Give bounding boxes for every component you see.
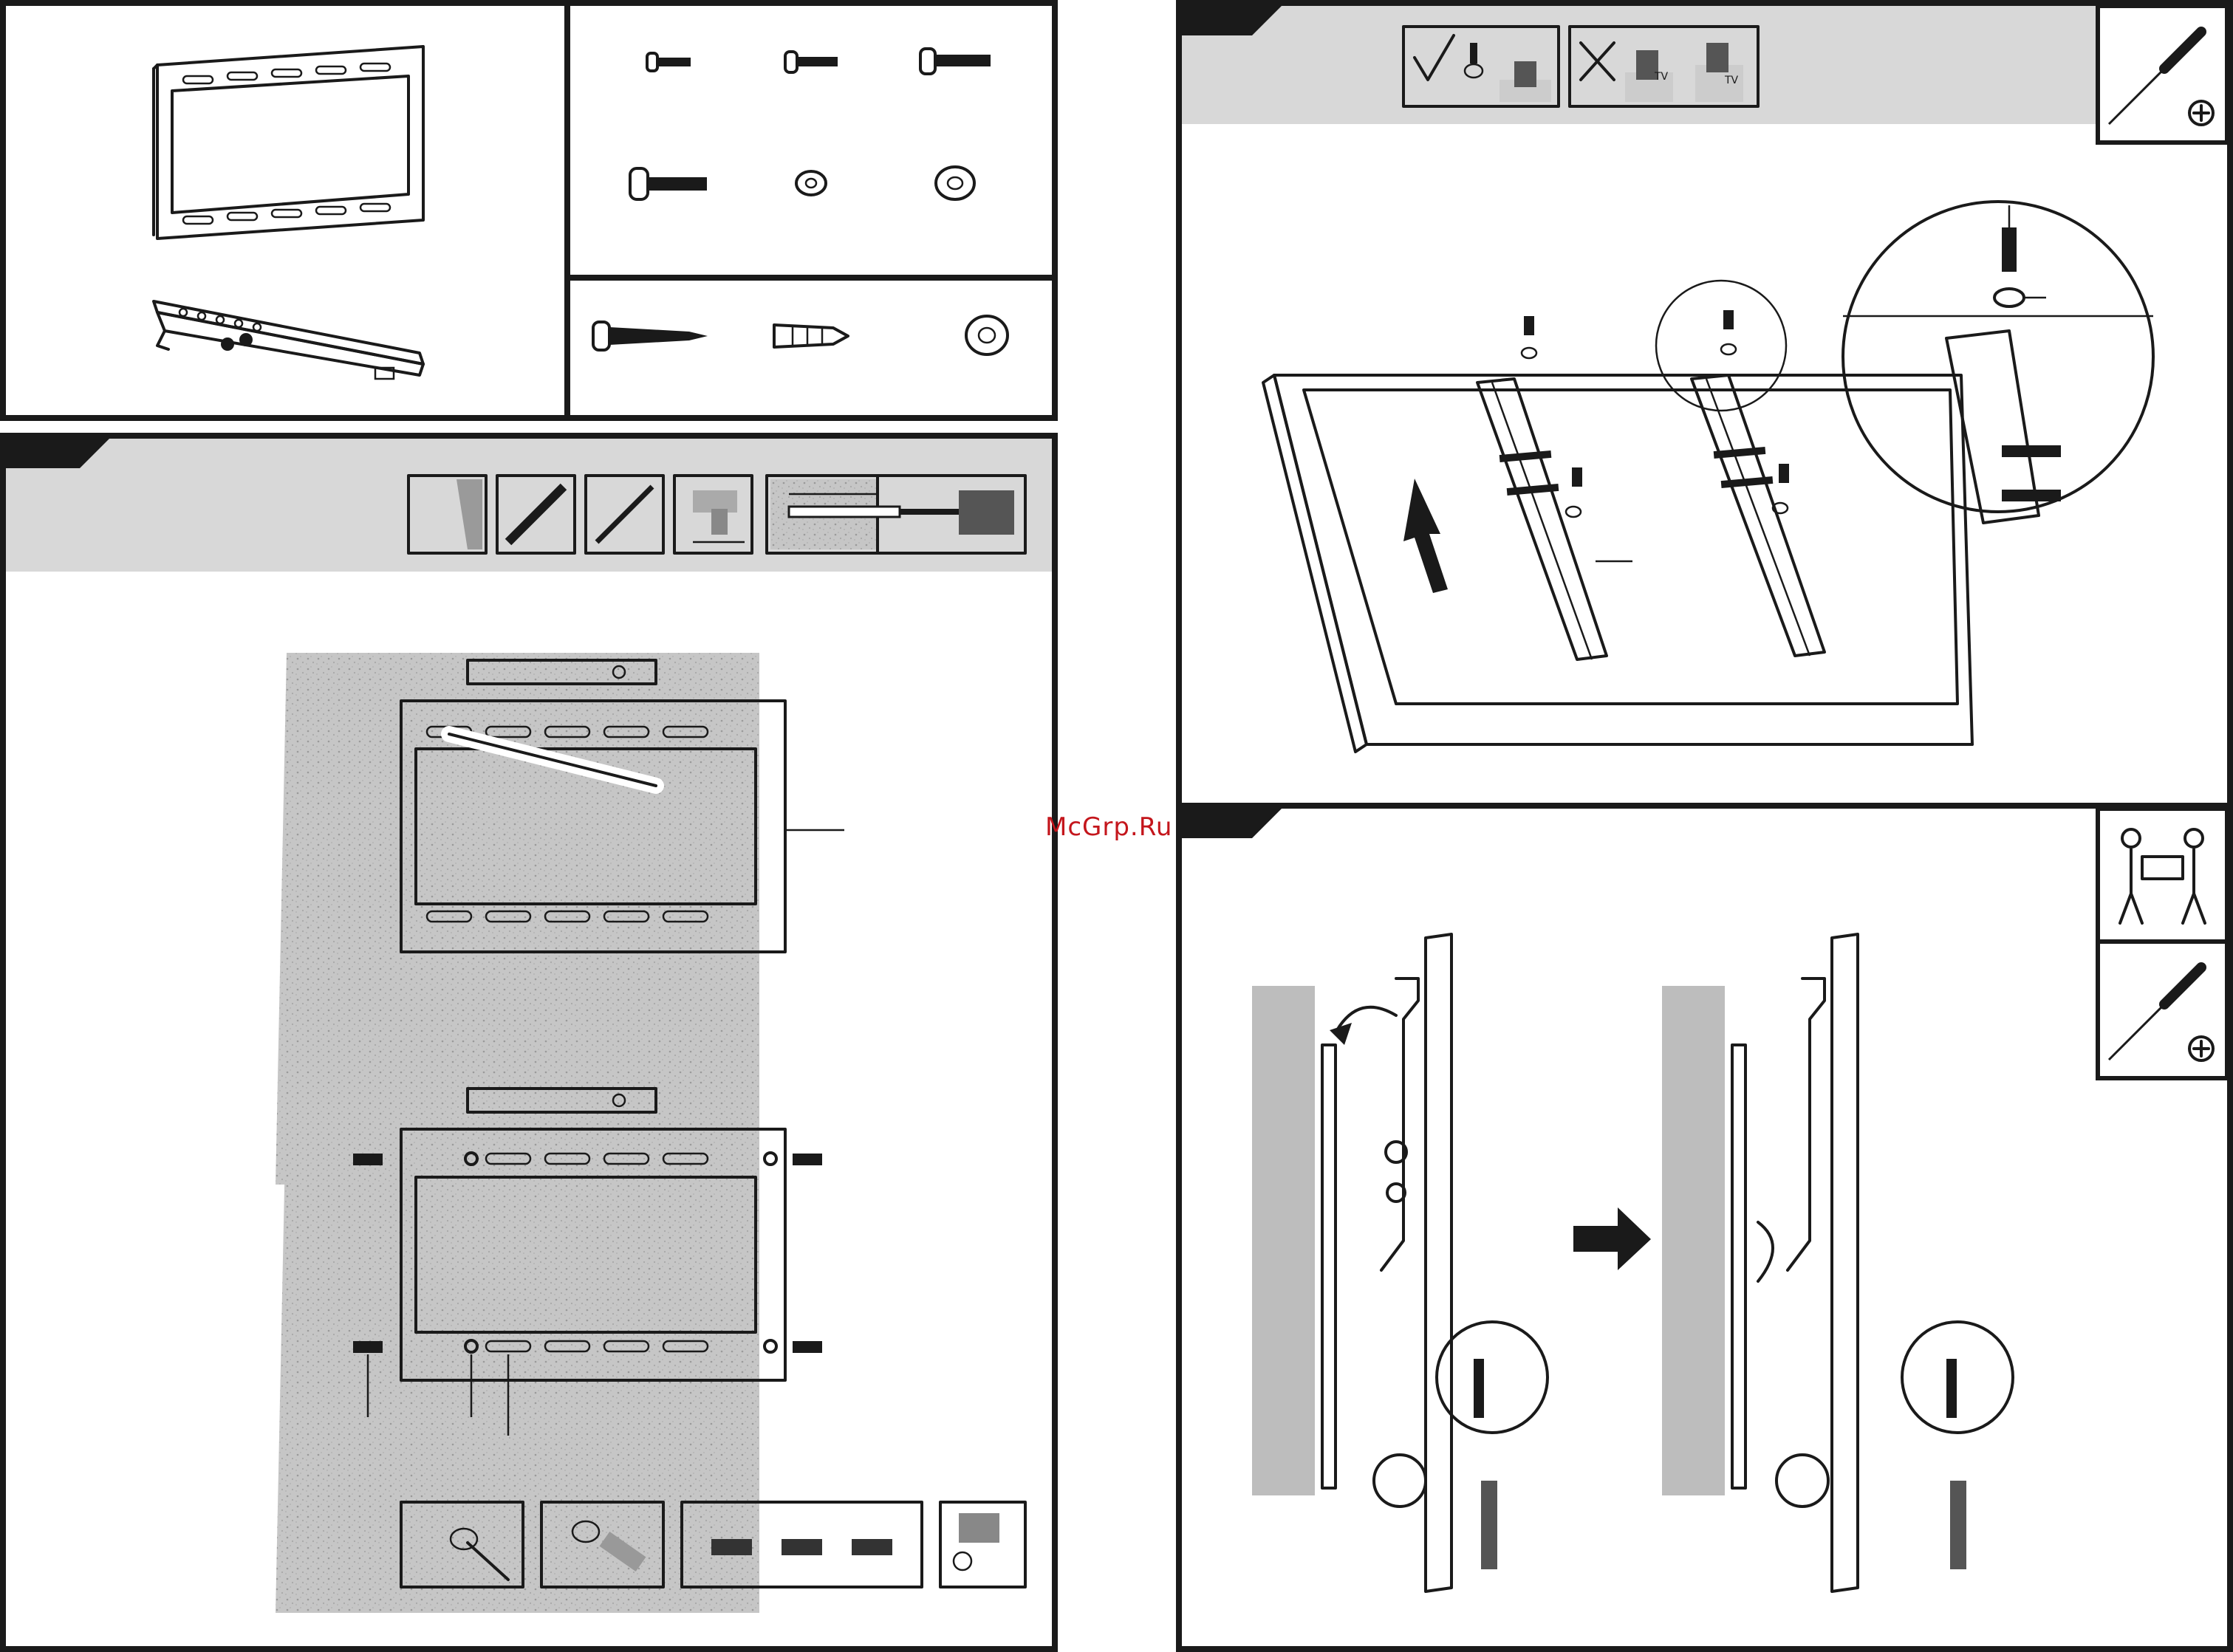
machine-screw-medium-icon (785, 52, 838, 72)
tv-bracket-panel: TV TV (1176, 0, 2233, 809)
right-arrow-icon (1573, 1207, 1651, 1270)
screwdriver-icon (2098, 942, 2227, 1078)
washer-large-icon (936, 167, 974, 199)
machine-screw-large-icon (920, 49, 991, 74)
tv-label: TV (1724, 75, 1739, 86)
screwdriver-icon (2098, 6, 2227, 143)
tv-bracket-right (1656, 281, 1825, 656)
parts-diagram (6, 6, 1052, 415)
wall-anchor-icon (774, 325, 848, 347)
tv-bracket-diagram: TV TV (1182, 6, 2227, 803)
machine-screw-small-icon (647, 53, 691, 71)
two-person-icon (2098, 809, 2227, 942)
wood-screw-icon (593, 322, 708, 350)
machine-screw-xl-icon (630, 168, 707, 199)
watermark-text: McGrp.Ru (1045, 812, 1172, 842)
tv-bracket-icon (154, 301, 423, 379)
bracket-detail-magnifier (1843, 202, 2153, 523)
wall-fixing-step (276, 1081, 822, 1613)
hang-tv-panel (1176, 803, 2233, 1652)
wall-washer-icon (966, 316, 1008, 354)
up-arrow-icon (1403, 479, 1448, 593)
hang-tv-diagram (1182, 809, 2227, 1646)
wall-mount-diagram (6, 439, 1052, 1646)
tv-bracket-left (1477, 316, 1632, 659)
wall-mount-panel (0, 433, 1058, 1652)
hang-step-1 (1252, 934, 1548, 1591)
tv-label: TV (1654, 71, 1669, 83)
parts-panel (0, 0, 1058, 421)
wall-plate-icon (154, 47, 423, 239)
tv-back (1263, 375, 1972, 752)
washer-small-icon (796, 171, 826, 195)
hang-step-2 (1662, 934, 2013, 1591)
